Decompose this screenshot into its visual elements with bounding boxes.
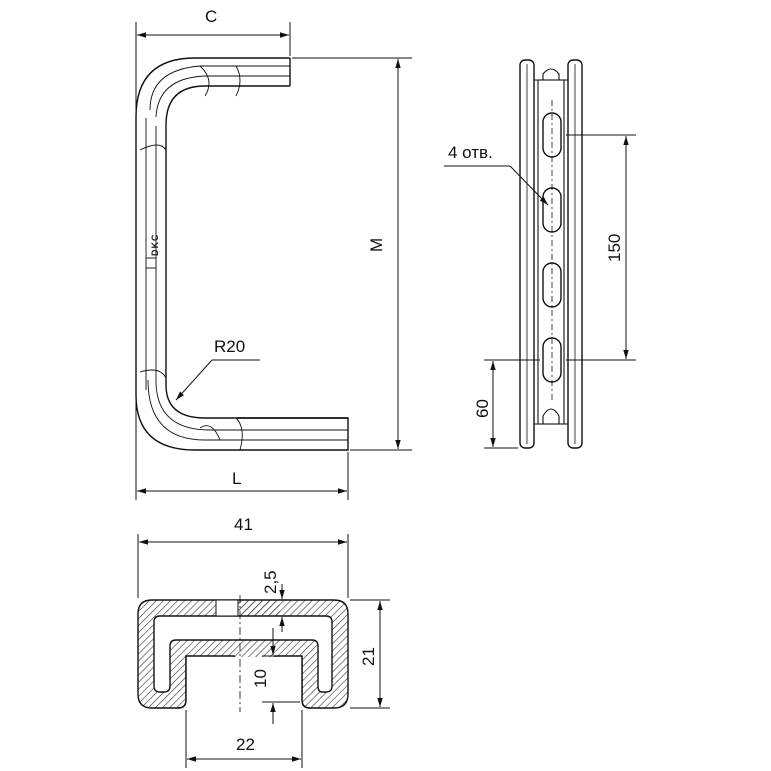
label-150: 150 [605, 234, 624, 262]
front-view [135, 57, 349, 451]
label-21: 21 [359, 647, 378, 666]
label-radius: R20 [214, 337, 245, 356]
bracket-shading-bottom [139, 369, 348, 451]
label-holes: 4 отв. [448, 143, 493, 162]
top-notch [542, 68, 560, 80]
dimension-41 [137, 534, 349, 598]
brand-text: DKC [150, 234, 160, 257]
radius-callout [175, 359, 260, 401]
bracket-outer-contour [135, 57, 349, 451]
holes-callout [444, 165, 549, 206]
side-web [537, 79, 565, 425]
label-c: C [205, 7, 217, 26]
label-2-5: 2,5 [261, 570, 280, 594]
bracket-inner-contour [165, 85, 290, 419]
dimension-60 [484, 359, 540, 449]
label-60: 60 [473, 399, 492, 418]
dimension-m [292, 57, 412, 451]
side-right-flange [567, 59, 583, 449]
side-view [519, 59, 583, 449]
section-lip [215, 599, 239, 617]
dimension-c [135, 22, 291, 112]
label-22: 22 [236, 735, 255, 754]
dimension-21 [350, 599, 390, 709]
label-m: M [367, 238, 386, 252]
brand-mark: DKC [145, 234, 160, 269]
label-41: 41 [234, 515, 253, 534]
bottom-notch [542, 408, 560, 424]
dimension-22 [185, 710, 303, 768]
dimension-150 [566, 134, 636, 361]
label-10: 10 [251, 669, 270, 688]
dimension-2-5 [268, 584, 296, 632]
bracket-shading-top [149, 65, 290, 118]
label-l: L [232, 469, 241, 488]
cross-section [137, 599, 349, 709]
side-left-flange [519, 59, 535, 449]
dimension-l [135, 400, 349, 500]
dimension-10 [262, 628, 300, 724]
bracket-shading-side [139, 118, 167, 390]
